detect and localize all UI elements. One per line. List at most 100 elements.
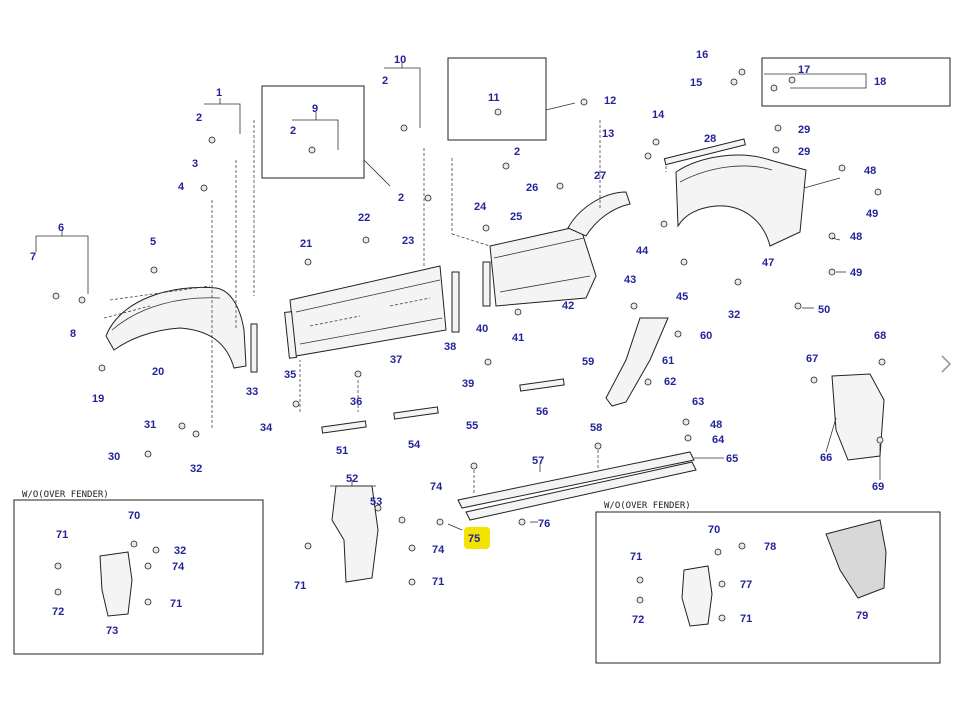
callout-38[interactable]: 38 bbox=[444, 341, 456, 353]
callout-75-highlighted[interactable]: 75 bbox=[468, 533, 480, 545]
callout-74-leftbox[interactable]: 74 bbox=[172, 561, 185, 573]
callout-4[interactable]: 4 bbox=[178, 181, 185, 193]
callout-29-top[interactable]: 29 bbox=[798, 124, 810, 136]
callout-7[interactable]: 7 bbox=[30, 251, 36, 263]
callout-71-leftbox[interactable]: 71 bbox=[170, 598, 182, 610]
callout-53[interactable]: 53 bbox=[370, 496, 382, 508]
callout-33[interactable]: 33 bbox=[246, 386, 258, 398]
callout-32-leftbox[interactable]: 32 bbox=[174, 545, 186, 557]
callout-21[interactable]: 21 bbox=[300, 238, 312, 250]
callout-2-right[interactable]: 2 bbox=[514, 146, 520, 158]
callout-49-mid[interactable]: 49 bbox=[850, 267, 862, 279]
callout-58[interactable]: 58 bbox=[590, 422, 602, 434]
callout-41[interactable]: 41 bbox=[512, 332, 524, 344]
callout-30[interactable]: 30 bbox=[108, 451, 120, 463]
strip-54 bbox=[393, 406, 439, 420]
callout-17[interactable]: 17 bbox=[798, 64, 810, 76]
callout-42[interactable]: 42 bbox=[562, 300, 574, 312]
callout-55[interactable]: 55 bbox=[466, 420, 478, 432]
callout-1[interactable]: 1 bbox=[216, 87, 222, 99]
callout-14[interactable]: 14 bbox=[652, 109, 665, 121]
callout-48-mid[interactable]: 48 bbox=[850, 231, 862, 243]
callout-6[interactable]: 6 bbox=[58, 222, 64, 234]
callout-35[interactable]: 35 bbox=[284, 369, 296, 381]
callout-32-right[interactable]: 32 bbox=[728, 309, 740, 321]
callout-48-low[interactable]: 48 bbox=[710, 419, 722, 431]
callout-63[interactable]: 63 bbox=[692, 396, 704, 408]
callout-51[interactable]: 51 bbox=[336, 445, 348, 457]
callout-78[interactable]: 78 bbox=[764, 541, 776, 553]
callout-31[interactable]: 31 bbox=[144, 419, 156, 431]
callout-54[interactable]: 54 bbox=[408, 439, 421, 451]
callout-8[interactable]: 8 bbox=[70, 328, 76, 340]
callout-67[interactable]: 67 bbox=[806, 353, 818, 365]
callout-76[interactable]: 76 bbox=[538, 518, 550, 530]
callout-25[interactable]: 25 bbox=[510, 211, 522, 223]
callout-65[interactable]: 65 bbox=[726, 453, 738, 465]
callout-40[interactable]: 40 bbox=[476, 323, 488, 335]
callout-37[interactable]: 37 bbox=[390, 354, 402, 366]
callout-43[interactable]: 43 bbox=[624, 274, 636, 286]
callout-11[interactable]: 11 bbox=[488, 92, 500, 104]
callout-66[interactable]: 66 bbox=[820, 452, 832, 464]
callout-34[interactable]: 34 bbox=[260, 422, 273, 434]
callout-56[interactable]: 56 bbox=[536, 406, 548, 418]
callout-28[interactable]: 28 bbox=[704, 133, 716, 145]
callout-44[interactable]: 44 bbox=[636, 245, 649, 257]
callout-74-mid[interactable]: 74 bbox=[432, 544, 445, 556]
callout-45[interactable]: 45 bbox=[676, 291, 688, 303]
callout-71-left[interactable]: 71 bbox=[56, 529, 68, 541]
callout-59[interactable]: 59 bbox=[582, 356, 594, 368]
callout-27[interactable]: 27 bbox=[594, 170, 606, 182]
callout-72[interactable]: 72 bbox=[52, 606, 64, 618]
callout-29-bottom[interactable]: 29 bbox=[798, 146, 810, 158]
callout-52[interactable]: 52 bbox=[346, 473, 358, 485]
callout-79[interactable]: 79 bbox=[856, 610, 868, 622]
callout-74-top[interactable]: 74 bbox=[430, 481, 443, 493]
callout-18[interactable]: 18 bbox=[874, 76, 886, 88]
callout-69[interactable]: 69 bbox=[872, 481, 884, 493]
callout-64[interactable]: 64 bbox=[712, 434, 725, 446]
callout-12[interactable]: 12 bbox=[604, 95, 616, 107]
callout-62[interactable]: 62 bbox=[664, 376, 676, 388]
callout-77[interactable]: 77 bbox=[740, 579, 752, 591]
callout-19[interactable]: 19 bbox=[92, 393, 104, 405]
callout-71-rightbox-bottom[interactable]: 71 bbox=[740, 613, 752, 625]
callout-32[interactable]: 32 bbox=[190, 463, 202, 475]
callout-72-rightbox[interactable]: 72 bbox=[632, 614, 644, 626]
callout-39[interactable]: 39 bbox=[462, 378, 474, 390]
callout-20[interactable]: 20 bbox=[152, 366, 164, 378]
callout-61[interactable]: 61 bbox=[662, 355, 674, 367]
callout-71-mid[interactable]: 71 bbox=[294, 580, 306, 592]
callout-49-top[interactable]: 49 bbox=[866, 208, 878, 220]
callout-50[interactable]: 50 bbox=[818, 304, 830, 316]
callout-60[interactable]: 60 bbox=[700, 330, 712, 342]
callout-73[interactable]: 73 bbox=[106, 625, 118, 637]
callout-71-rightbox-top[interactable]: 71 bbox=[630, 551, 642, 563]
callout-2[interactable]: 2 bbox=[196, 112, 202, 124]
callout-57[interactable]: 57 bbox=[532, 455, 544, 467]
callout-13[interactable]: 13 bbox=[602, 128, 614, 140]
callout-5[interactable]: 5 bbox=[150, 236, 156, 248]
callout-23[interactable]: 23 bbox=[402, 235, 414, 247]
callout-2-top[interactable]: 2 bbox=[382, 75, 388, 87]
strip-35 bbox=[284, 311, 297, 359]
callout-3[interactable]: 3 bbox=[192, 158, 198, 170]
callout-36[interactable]: 36 bbox=[350, 396, 362, 408]
callout-15[interactable]: 15 bbox=[690, 77, 702, 89]
callout-47[interactable]: 47 bbox=[762, 257, 774, 269]
callout-26[interactable]: 26 bbox=[526, 182, 538, 194]
callout-70[interactable]: 70 bbox=[128, 510, 140, 522]
callout-10[interactable]: 10 bbox=[394, 54, 406, 66]
callout-71-right[interactable]: 71 bbox=[432, 576, 444, 588]
callout-24[interactable]: 24 bbox=[474, 201, 487, 213]
chevron-right-icon[interactable] bbox=[938, 352, 954, 376]
callout-2-inset[interactable]: 2 bbox=[290, 125, 296, 137]
callout-22[interactable]: 22 bbox=[358, 212, 370, 224]
callout-16[interactable]: 16 bbox=[696, 49, 708, 61]
callout-2-mid[interactable]: 2 bbox=[398, 192, 404, 204]
callout-70-rightbox[interactable]: 70 bbox=[708, 524, 720, 536]
callout-9[interactable]: 9 bbox=[312, 103, 318, 115]
callout-48-top[interactable]: 48 bbox=[864, 165, 876, 177]
callout-68[interactable]: 68 bbox=[874, 330, 886, 342]
